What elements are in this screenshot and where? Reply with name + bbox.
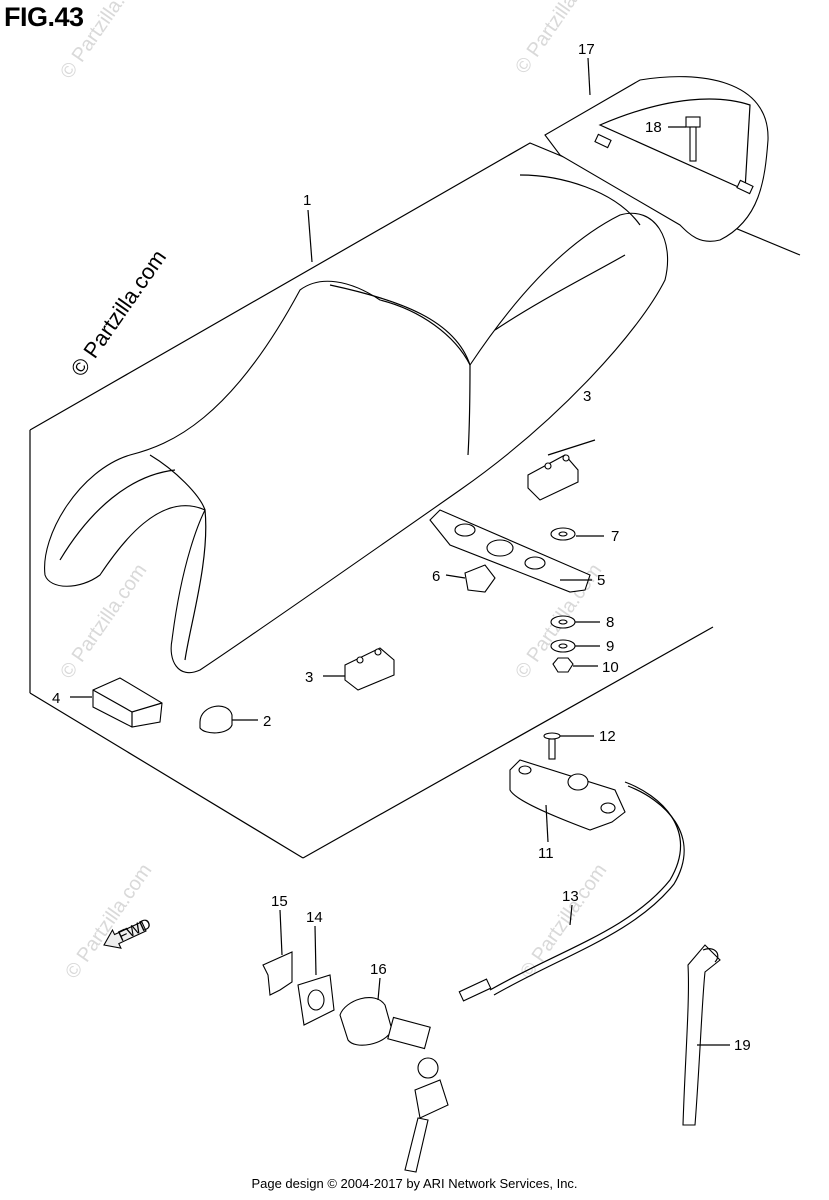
cap-part-2 [199, 705, 233, 734]
bolt-part-18 [685, 116, 701, 162]
nut-part-10 [552, 657, 574, 673]
cushion-part-3-upper [527, 454, 579, 501]
cushion-part-3-lower [344, 647, 395, 691]
callout-14: 14 [306, 909, 323, 926]
callout-15: 15 [271, 893, 288, 910]
callout-12: 12 [599, 728, 616, 745]
cable-part-13 [458, 781, 685, 1002]
footer-copyright: Page design © 2004-2017 by ARI Network S… [251, 1176, 578, 1191]
callout-9: 9 [606, 638, 614, 655]
callout-17: 17 [578, 41, 595, 58]
callout-18: 18 [645, 119, 662, 136]
washer-part-9 [550, 639, 576, 653]
pad-part-4 [92, 677, 163, 728]
washer-part-8 [550, 615, 576, 629]
callout-11: 11 [538, 845, 554, 862]
screw-part-12 [543, 732, 561, 760]
figure-title: FIG.43 [4, 2, 84, 32]
callout-6: 6 [432, 568, 440, 585]
callout-4: 4 [52, 690, 60, 707]
watermark-7: © Partzilla.com [516, 860, 611, 983]
callout-10: 10 [602, 659, 619, 676]
washer-part-7 [550, 527, 576, 541]
callout-13: 13 [562, 888, 579, 905]
callout-labels: 1 2 3 3 4 5 6 7 8 9 10 11 12 13 14 15 16… [52, 41, 751, 1054]
plate-part-14 [297, 974, 335, 1026]
watermark-2: © Partzilla.com [511, 0, 606, 78]
callout-1: 1 [303, 192, 311, 209]
clamp-part-6 [464, 564, 496, 593]
callout-3-lower: 3 [305, 669, 313, 686]
bracket-part-5 [429, 509, 591, 593]
assembly-frame [29, 142, 801, 859]
callout-19: 19 [734, 1037, 751, 1054]
watermark-main: © Partzilla.com [66, 245, 172, 381]
cable-tie-part-19 [682, 944, 721, 1126]
callout-16: 16 [370, 961, 387, 978]
grab-rail-part-17 [544, 76, 769, 242]
seat-lock-part-11 [509, 759, 626, 831]
watermark-1: © Partzilla.com [56, 0, 151, 83]
callout-7: 7 [611, 528, 619, 545]
lock-cylinder-part-16 [339, 997, 449, 1173]
callout-8: 8 [606, 614, 614, 631]
callout-2: 2 [263, 713, 271, 730]
callout-3-upper: 3 [583, 388, 591, 405]
callout-5: 5 [597, 572, 605, 589]
leader-lines [70, 57, 730, 1046]
seat-part-1 [44, 174, 669, 674]
clip-part-15 [262, 951, 293, 996]
